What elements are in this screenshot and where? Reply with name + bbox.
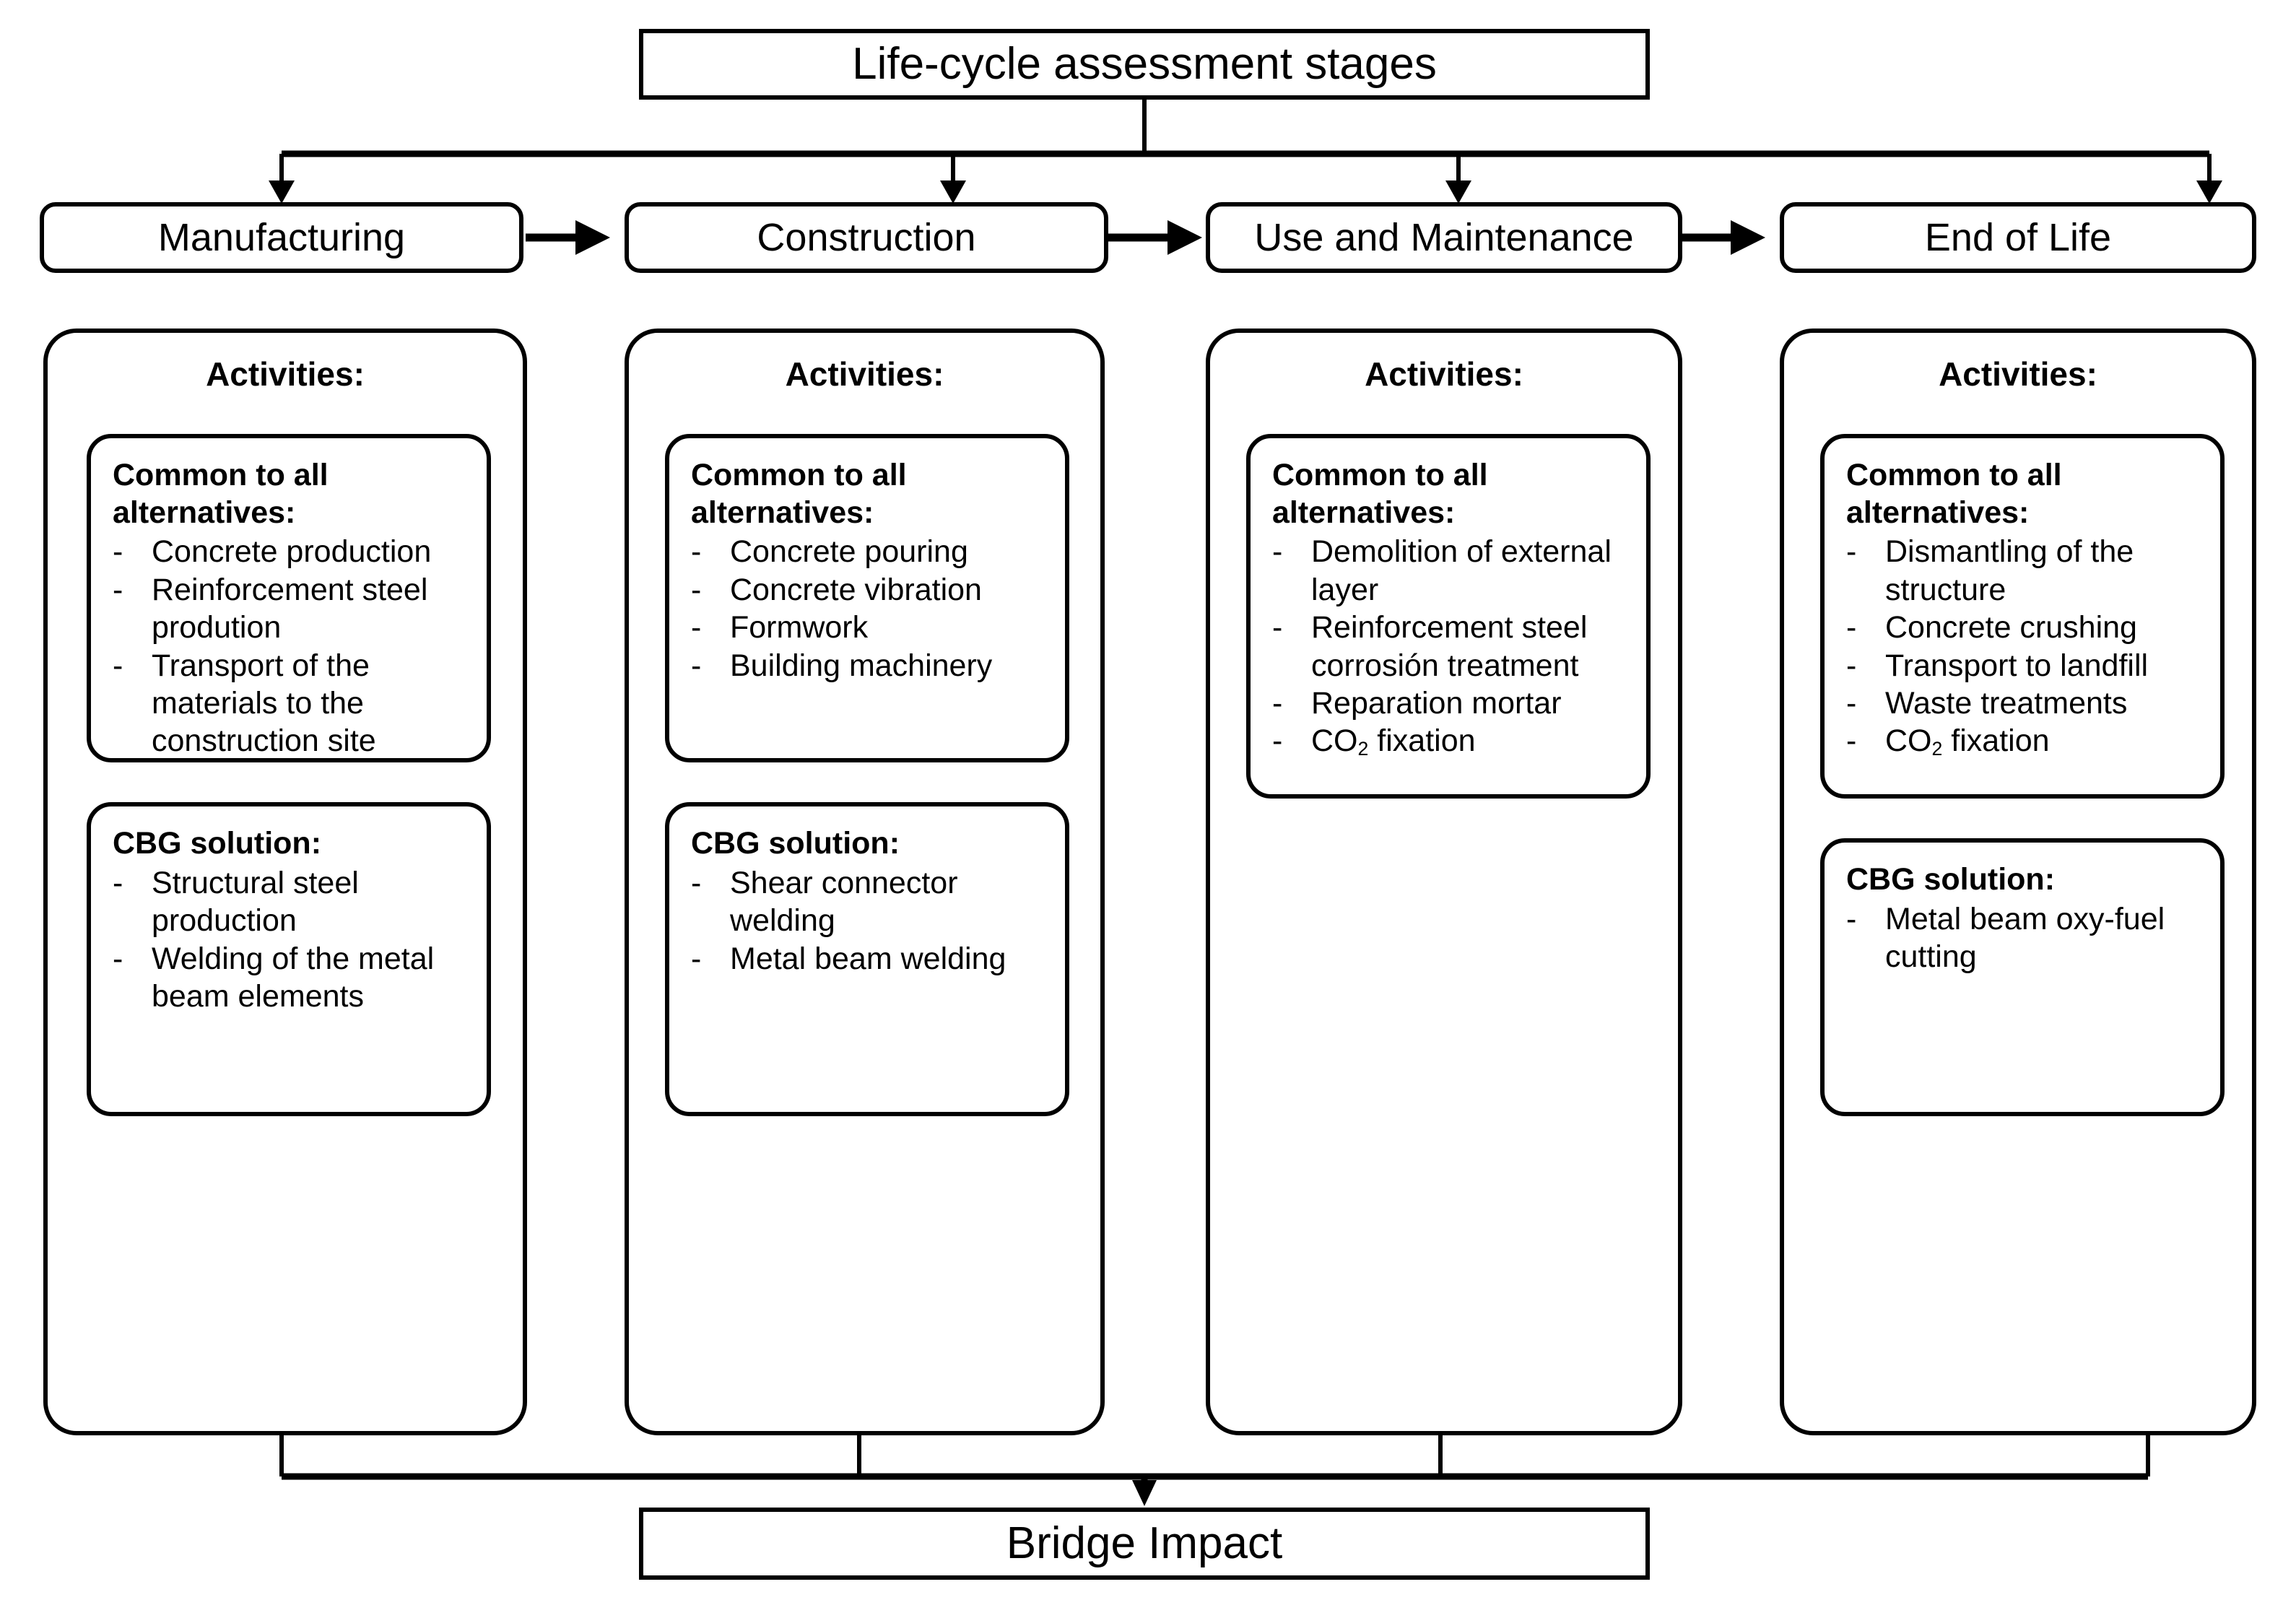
list-item: -Shear connector welding (691, 865, 958, 939)
cbg-list-construction: -Shear connector welding -Metal beam wel… (691, 864, 1048, 978)
activities-heading-use-and-maintenance: Activities: (1365, 355, 1523, 393)
bullet-dash: - (1846, 648, 1857, 683)
list-item: -CO2 fixation (1846, 722, 2203, 760)
bullet-dash: - (113, 572, 123, 607)
list-item: -Dismantling of the structure (1846, 534, 2134, 607)
cbg-list-end-of-life: -Metal beam oxy-fuel cutting (1846, 900, 2203, 976)
common-box-title-manufacturing: Common to all alternatives: (113, 458, 329, 530)
bridge-impact-box: Bridge Impact (639, 1508, 1650, 1580)
common-list-use-and-maintenance: -Demolition of external layer -Reinforce… (1272, 533, 1629, 760)
list-item: -Concrete pouring (691, 533, 1048, 570)
stage-label-use-and-maintenance: Use and Maintenance (1254, 216, 1634, 259)
bullet-dash: - (691, 572, 702, 607)
common-box-end-of-life: Common to all alternatives: -Dismantling… (1820, 434, 2225, 799)
list-item: -CO2 fixation (1272, 722, 1629, 760)
bullet-dash: - (1846, 723, 1857, 759)
cbg-box-title-construction: CBG solution: (691, 826, 900, 861)
common-box-construction: Common to all alternatives: -Concrete po… (665, 434, 1069, 762)
co2-fixation-text: CO2 fixation (1311, 723, 1476, 760)
bullet-dash: - (1846, 610, 1857, 645)
bullet-dash: - (1272, 534, 1283, 570)
diagram-title-box: Life-cycle assessment stages (639, 29, 1650, 100)
bullet-dash: - (1846, 901, 1857, 936)
list-item: -Demolition of external layer (1272, 534, 1612, 607)
list-item: -Reparation mortar (1272, 684, 1629, 722)
column-use-and-maintenance: Activities: Common to all alternatives: … (1206, 329, 1682, 1435)
co2-fixation-text: CO2 fixation (1885, 723, 2050, 760)
stage-label-construction: Construction (757, 216, 976, 259)
list-item: -Transport of the materials to the const… (113, 648, 376, 759)
list-item: -Welding of the metal beam elements (113, 941, 435, 1014)
stage-box-manufacturing[interactable]: Manufacturing (40, 202, 523, 273)
list-item: -Metal beam oxy-fuel cutting (1846, 901, 2165, 975)
bullet-dash: - (691, 610, 702, 645)
common-list-construction: -Concrete pouring -Concrete vibration -F… (691, 533, 1048, 684)
column-manufacturing: Activities: Common to all alternatives: … (43, 329, 527, 1435)
activities-heading-end-of-life: Activities: (1939, 355, 2097, 393)
list-item: -Waste treatments (1846, 684, 2203, 722)
list-item: -Reinforcement steel corrosión treatment (1272, 610, 1588, 683)
list-item: -Concrete production (113, 533, 469, 570)
bullet-dash: - (691, 534, 702, 570)
bullet-dash: - (1846, 534, 1857, 570)
common-box-title-use-and-maintenance: Common to all alternatives: (1272, 458, 1488, 530)
list-item: -Building machinery (691, 647, 1048, 684)
stage-label-end-of-life: End of Life (1924, 216, 2112, 259)
list-item: -Transport to landfill (1846, 647, 2203, 684)
column-construction: Activities: Common to all alternatives: … (625, 329, 1105, 1435)
diagram-title: Life-cycle assessment stages (852, 39, 1437, 89)
bullet-dash: - (1272, 610, 1283, 645)
common-list-manufacturing: -Concrete production -Reinforcement stee… (113, 533, 469, 760)
bullet-dash: - (113, 648, 123, 683)
cbg-box-end-of-life: CBG solution: -Metal beam oxy-fuel cutti… (1820, 838, 2225, 1116)
bullet-dash: - (113, 534, 123, 570)
cbg-list-manufacturing: -Structural steel production -Welding of… (113, 864, 469, 1016)
list-item: -Concrete crushing (1846, 609, 2203, 646)
activities-heading-manufacturing: Activities: (206, 355, 365, 393)
cbg-box-manufacturing: CBG solution: -Structural steel producti… (87, 802, 491, 1116)
list-item: -Reinforcement steel prodution (113, 572, 428, 645)
common-box-title-construction: Common to all alternatives: (691, 458, 907, 530)
bullet-dash: - (691, 648, 702, 683)
list-item: -Metal beam welding (691, 940, 1048, 978)
bullet-dash: - (113, 941, 123, 976)
cbg-box-title-manufacturing: CBG solution: (113, 826, 322, 861)
list-item: -Formwork (691, 609, 1048, 646)
common-box-manufacturing: Common to all alternatives: -Concrete pr… (87, 434, 491, 762)
cbg-box-construction: CBG solution: -Shear connector welding -… (665, 802, 1069, 1116)
bullet-dash: - (691, 865, 702, 900)
list-item: -Structural steel production (113, 865, 359, 939)
stage-box-construction[interactable]: Construction (625, 202, 1108, 273)
bullet-dash: - (1272, 686, 1283, 721)
common-box-title-end-of-life: Common to all alternatives: (1846, 458, 2062, 530)
cbg-box-title-end-of-life: CBG solution: (1846, 862, 2056, 897)
activities-heading-construction: Activities: (785, 355, 944, 393)
bullet-dash: - (1272, 723, 1283, 759)
column-end-of-life: Activities: Common to all alternatives: … (1780, 329, 2256, 1435)
list-item: -Concrete vibration (691, 571, 1048, 609)
stage-box-use-and-maintenance[interactable]: Use and Maintenance (1206, 202, 1682, 273)
common-box-use-and-maintenance: Common to all alternatives: -Demolition … (1246, 434, 1651, 799)
bullet-dash: - (113, 865, 123, 900)
bullet-dash: - (1846, 686, 1857, 721)
stage-box-end-of-life[interactable]: End of Life (1780, 202, 2256, 273)
stage-label-manufacturing: Manufacturing (157, 216, 406, 259)
bridge-impact-label: Bridge Impact (1006, 1518, 1283, 1568)
bullet-dash: - (691, 941, 702, 976)
common-list-end-of-life: -Dismantling of the structure -Concrete … (1846, 533, 2203, 760)
